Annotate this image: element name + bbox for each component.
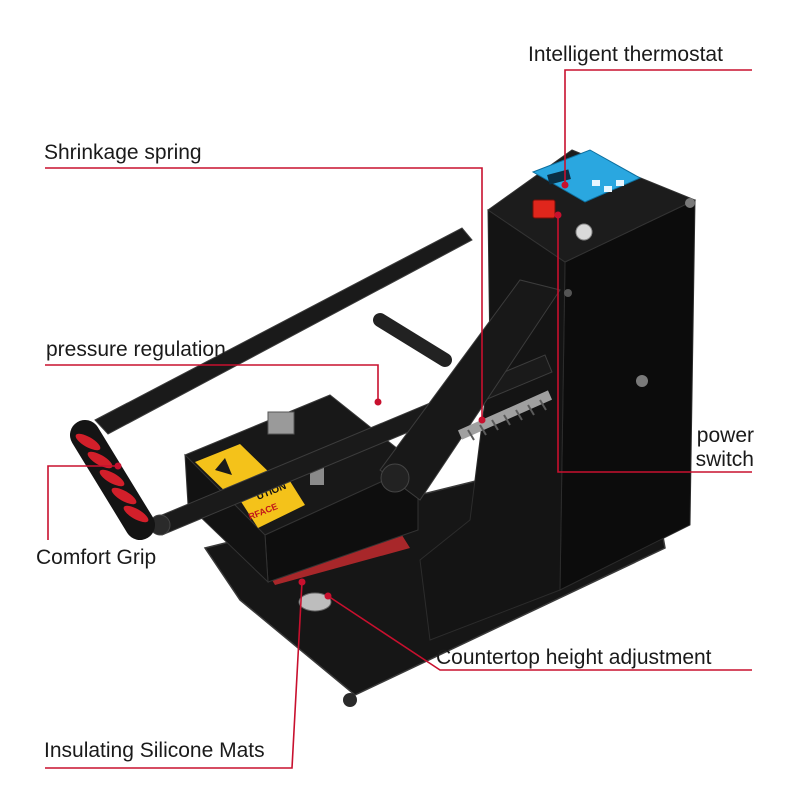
cross-rod: [373, 313, 452, 367]
label-comfort-grip: Comfort Grip: [36, 546, 157, 569]
comfort-grip: [70, 420, 155, 540]
shrinkage-spring: [457, 390, 553, 441]
thermostat-button: [592, 180, 600, 186]
label-power-switch-line2: switch: [695, 448, 754, 471]
bolt: [685, 198, 695, 208]
caution-sticker-2: [240, 478, 305, 528]
callout-line-pressure: [45, 364, 379, 402]
thermostat-button: [604, 186, 612, 192]
base-foot: [343, 693, 357, 707]
label-insulating-silicone-mats: Insulating Silicone Mats: [44, 739, 265, 762]
height-adjust-knob: [298, 592, 332, 612]
caution-triangle: [215, 458, 232, 475]
callout-lines: [45, 69, 752, 769]
upper-arm-bar: [94, 227, 473, 435]
bolt: [636, 375, 648, 387]
lever-pivot: [380, 463, 410, 493]
lever-arm: [379, 279, 561, 501]
pressure-bolt: [267, 411, 295, 435]
callout-line-height-adjust: [327, 595, 752, 671]
indicator-lamp: [575, 223, 593, 241]
callout-line-comfort-grip: [47, 465, 118, 540]
callout-dots: [114, 181, 569, 600]
callout-line-silicone-mat: [45, 581, 303, 769]
callout-line-thermostat: [564, 69, 752, 185]
callout-line-power-switch: [557, 215, 752, 473]
label-intelligent-thermostat: Intelligent thermostat: [528, 43, 723, 66]
label-shrinkage-spring: Shrinkage spring: [44, 141, 202, 164]
bolt: [564, 289, 572, 297]
thermostat-panel: [531, 149, 642, 203]
thermostat-button: [616, 180, 624, 186]
power-switch: [532, 199, 556, 219]
label-power-switch-line1: power: [696, 424, 754, 447]
heat-platen-side: [184, 453, 269, 584]
label-pressure-regulation: pressure regulation: [46, 338, 226, 361]
column-side: [559, 199, 696, 591]
callout-line-spring: [45, 167, 483, 420]
label-countertop-height-adjustment: Countertop height adjustment: [436, 646, 712, 669]
